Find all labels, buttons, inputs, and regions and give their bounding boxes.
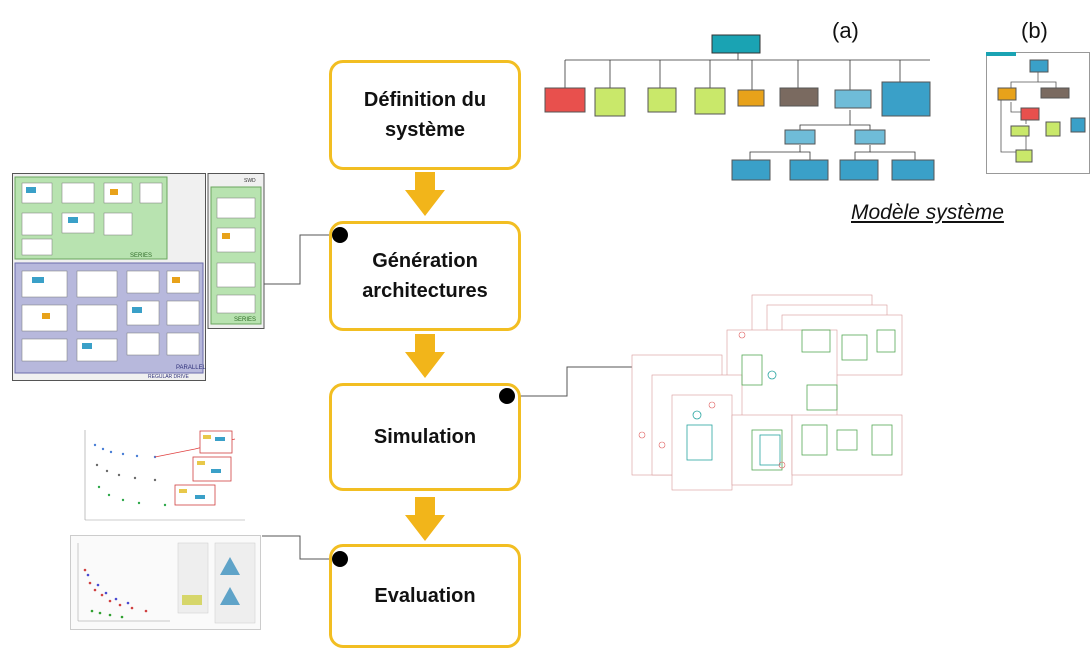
simulation-models-thumbnail: [631, 294, 903, 491]
step-simulation: Simulation: [329, 383, 521, 491]
figure-label-a: (a): [832, 18, 859, 43]
series-label: SERIES: [130, 253, 152, 259]
regular-drive-label: REGULAR DRIVE: [148, 374, 190, 380]
connector-dot: [332, 227, 348, 243]
architecture-generation-thumbnail: SERIES SERIES PARALLEL REGULAR DRIVE SWD: [12, 173, 265, 381]
down-arrow-icon: [405, 334, 445, 378]
system-model-compact-diagram: [986, 52, 1090, 174]
evaluation-dashboard-thumbnail: [70, 535, 261, 630]
caption-modele-systeme: Modèle système: [851, 201, 1004, 224]
down-arrow-icon: [405, 172, 445, 216]
step-definition-systeme: Définition du système: [329, 60, 521, 170]
step-evaluation: Evaluation: [329, 544, 521, 648]
system-model-tree-diagram: [544, 34, 935, 181]
series-label-2: SERIES: [234, 317, 256, 323]
connector-dot: [499, 388, 515, 404]
figure-label-b: (b): [1021, 18, 1048, 43]
pareto-results-thumbnail: [84, 430, 245, 521]
down-arrow-icon: [405, 497, 445, 541]
swd-label: SWD: [244, 178, 256, 184]
connector-dot: [332, 551, 348, 567]
step-generation-architectures: Génération architectures: [329, 221, 521, 331]
parallel-label: PARALLEL: [176, 365, 207, 371]
